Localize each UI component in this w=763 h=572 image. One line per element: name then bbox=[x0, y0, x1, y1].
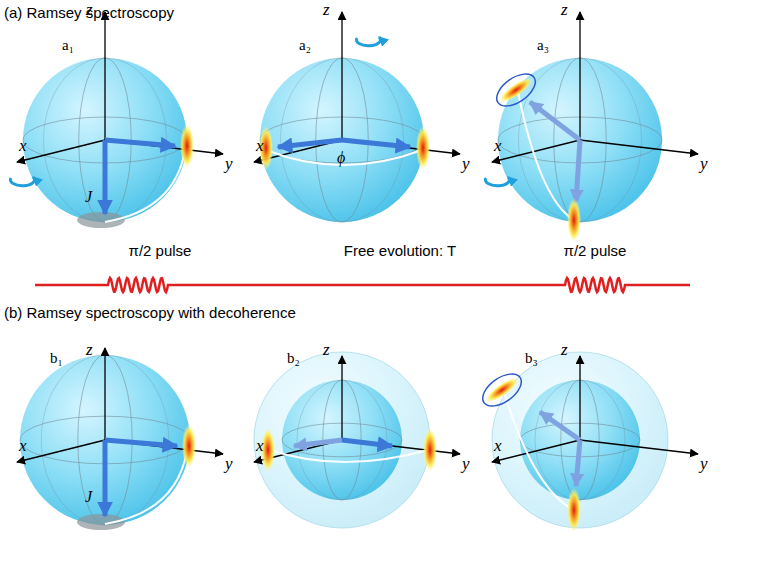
spin-vector bbox=[105, 140, 175, 146]
axis-line bbox=[341, 356, 342, 440]
spin-vector bbox=[278, 140, 342, 147]
axis-line bbox=[579, 356, 580, 440]
axis-line bbox=[579, 12, 580, 140]
spin-vector bbox=[576, 140, 580, 202]
axis-line bbox=[17, 140, 105, 162]
axis-label: z bbox=[323, 0, 330, 20]
axis-label: z bbox=[323, 340, 330, 360]
noise-distribution bbox=[180, 124, 194, 168]
axis-line bbox=[342, 440, 460, 454]
axis-line bbox=[17, 440, 105, 462]
bloch-sphere bbox=[254, 352, 430, 528]
trajectory-arc bbox=[105, 450, 187, 524]
spin-vector bbox=[103, 440, 108, 516]
axis-label: x bbox=[494, 436, 502, 456]
trajectory-arc bbox=[105, 150, 185, 222]
noise-distribution bbox=[482, 374, 522, 407]
axis-line bbox=[492, 440, 580, 462]
noise-distribution bbox=[423, 428, 437, 472]
axis-label: z bbox=[561, 0, 568, 20]
panel-label: a₂ bbox=[299, 37, 311, 54]
uncertainty-cone bbox=[477, 368, 527, 413]
axis-label: y bbox=[225, 154, 233, 174]
axis-label: y bbox=[700, 454, 708, 474]
axis-label: y bbox=[462, 454, 470, 474]
noise-distribution bbox=[567, 198, 581, 242]
axis-label: x bbox=[19, 436, 27, 456]
axis-line bbox=[342, 140, 460, 154]
spin-vector bbox=[530, 102, 580, 140]
vector-label: J bbox=[85, 488, 92, 506]
axis-label: x bbox=[494, 136, 502, 156]
rotation-arrow bbox=[356, 37, 380, 46]
panel-label: b₁ bbox=[50, 350, 63, 367]
sphere-body bbox=[254, 352, 430, 528]
rotation-arrow bbox=[10, 177, 34, 186]
axis-line bbox=[105, 440, 223, 454]
axis-line bbox=[580, 140, 698, 154]
axis-line bbox=[580, 440, 698, 454]
axis-label: z bbox=[86, 0, 93, 20]
axis-label: z bbox=[561, 340, 568, 360]
panel-label: a₃ bbox=[537, 37, 549, 54]
axis-line bbox=[104, 12, 105, 140]
trajectory-arc bbox=[270, 450, 428, 462]
panel-label: b₃ bbox=[525, 350, 538, 367]
step-label: Free evolution: T bbox=[344, 242, 456, 259]
axis-label: x bbox=[256, 136, 264, 156]
axis-line bbox=[105, 140, 223, 154]
noise-distribution bbox=[416, 126, 430, 170]
axes bbox=[492, 12, 698, 162]
axis-label: z bbox=[86, 340, 93, 360]
axis-label: x bbox=[19, 136, 27, 156]
spin-vector bbox=[540, 412, 580, 440]
step-label: π/2 pulse bbox=[564, 242, 627, 259]
uncertainty-cone bbox=[491, 68, 541, 113]
pulse-sequence bbox=[35, 278, 690, 292]
sphere-outline bbox=[254, 352, 430, 528]
trajectory-arc bbox=[504, 392, 574, 510]
axis-label: y bbox=[225, 454, 233, 474]
vector-label: ϕ bbox=[337, 149, 345, 167]
axis-label: y bbox=[700, 154, 708, 174]
step-label: π/2 pulse bbox=[129, 242, 192, 259]
axis-label: y bbox=[462, 154, 470, 174]
panel-label: a₁ bbox=[62, 37, 74, 54]
vector-label: J bbox=[85, 188, 92, 206]
noise-distribution bbox=[182, 424, 196, 468]
panel-label: b₂ bbox=[287, 350, 300, 367]
spin-vector bbox=[576, 440, 580, 486]
noise-distribution bbox=[496, 74, 536, 107]
rotation-arrow bbox=[485, 177, 509, 186]
axis-line bbox=[104, 348, 105, 440]
spin-vector bbox=[342, 140, 410, 147]
spin-vector bbox=[105, 440, 177, 446]
spin-vector bbox=[103, 140, 108, 214]
axis-label: x bbox=[256, 436, 264, 456]
spin-vector bbox=[294, 440, 342, 446]
panel-title: (b) Ramsey spectroscopy with decoherence bbox=[4, 304, 296, 321]
spin-vector bbox=[342, 440, 392, 446]
noise-distribution bbox=[567, 488, 581, 532]
axis-line bbox=[341, 12, 342, 140]
